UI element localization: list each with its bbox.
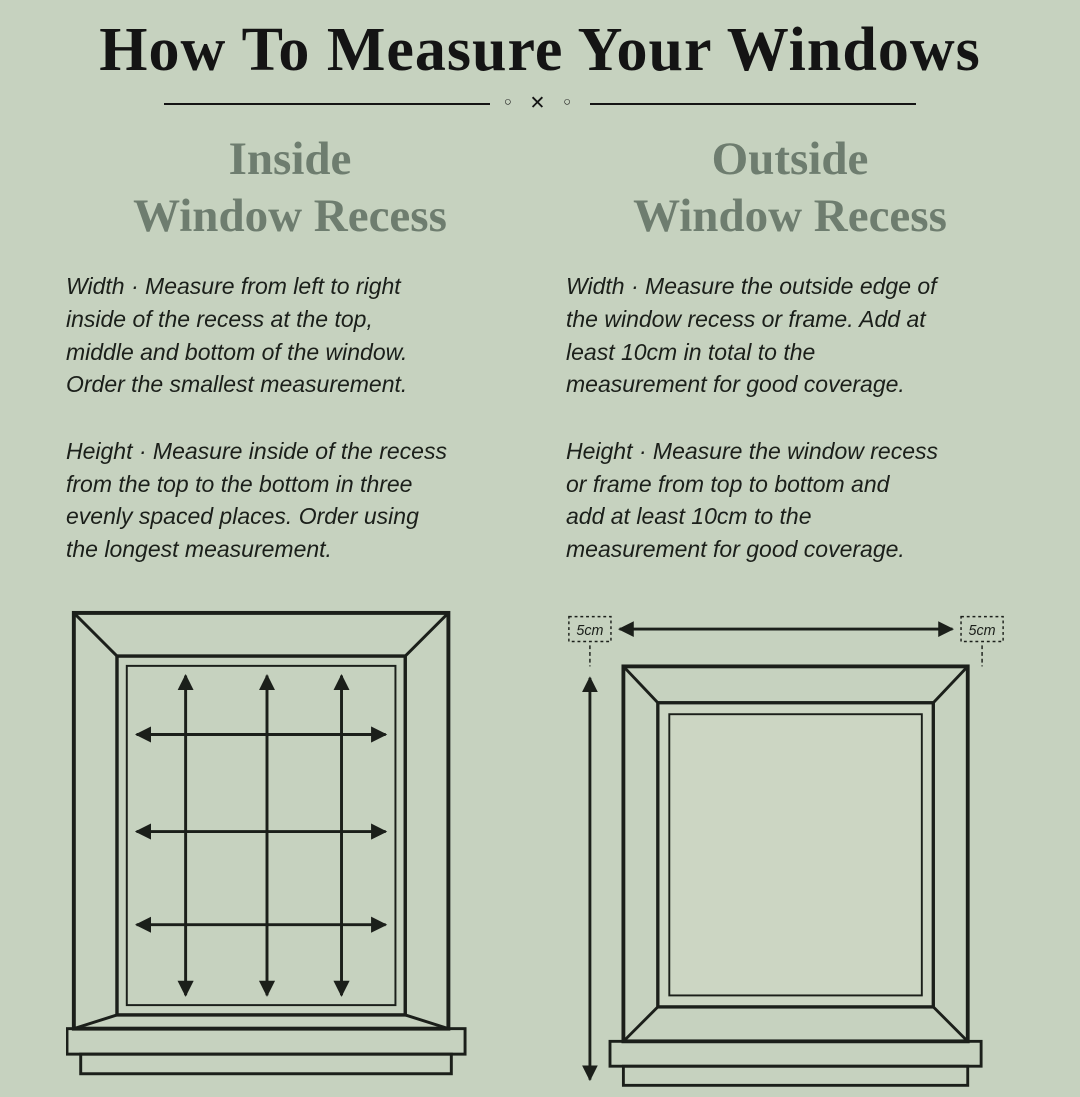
outside-heading: Outside Window Recess [633,133,947,242]
window-frame [71,611,451,1032]
inside-window-diagram [66,611,467,1076]
outside-height-instructions: Height · Measure the window recess or fr… [566,437,938,562]
outside-width-instructions: Width · Measure the outside edge of the … [566,273,937,398]
page-title: How To Measure Your Windows [99,16,981,84]
window-sill [608,1040,983,1088]
margin-label-right: 5cm [969,623,996,639]
inside-heading: Inside Window Recess [133,133,447,242]
divider-line-left [164,102,491,105]
divider-line-right [589,102,917,105]
margin-label-left: 5cm [576,623,603,639]
inside-height-instructions: Height · Measure inside of the recess fr… [66,437,447,562]
inside-width-instructions: Width · Measure from left to right insid… [66,273,408,398]
title-divider: ◦ ✕ ◦ [164,92,917,115]
divider-ornament-icon: ◦ ✕ ◦ [502,92,578,115]
inside-recess-column: Inside Window Recess Width · Measure fro… [66,131,514,1097]
outside-recess-column: Outside Window Recess Width · Measure th… [566,131,1014,1097]
top-width-measure: 5cm 5cm [568,616,1004,667]
width-measure-arrows [134,726,388,934]
outside-window-diagram: 5cm 5cm [568,616,1004,1088]
window-sill [66,1027,467,1076]
window-frame [621,664,970,1044]
content-columns: Inside Window Recess Width · Measure fro… [0,131,1080,1097]
height-measure-arrows [177,674,350,998]
